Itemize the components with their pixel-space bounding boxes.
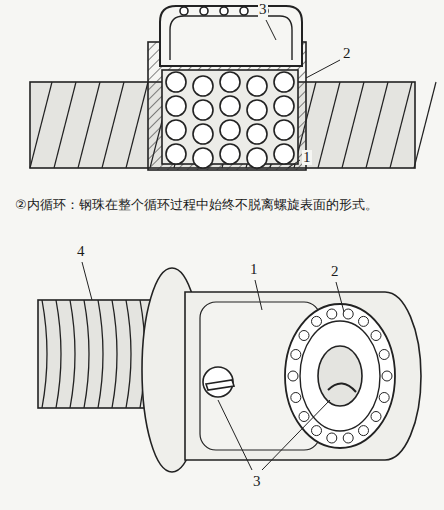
thread-stroke — [414, 82, 436, 168]
callout-number: 3 — [252, 474, 262, 489]
thread-stroke — [30, 82, 52, 168]
thread-stroke — [70, 300, 75, 408]
nut-body — [185, 292, 421, 460]
thread-stroke — [318, 82, 340, 168]
thread-stroke — [342, 82, 364, 168]
callout-number: 3 — [258, 2, 268, 17]
thread-stroke — [98, 300, 103, 408]
steel-ball — [327, 433, 337, 443]
thread-stroke — [54, 82, 76, 168]
thread-stroke — [102, 82, 124, 168]
steel-ball — [200, 7, 208, 15]
steel-ball — [220, 72, 240, 92]
steel-ball — [327, 309, 337, 319]
thread-stroke — [126, 300, 131, 408]
callout-number: 4 — [76, 244, 86, 259]
steel-ball — [247, 124, 267, 144]
callout-number: 2 — [330, 264, 340, 279]
thread-stroke — [112, 300, 117, 408]
steel-ball — [371, 331, 381, 341]
callout-number: 1 — [249, 262, 259, 277]
steel-ball — [166, 72, 186, 92]
steel-ball — [291, 393, 301, 403]
steel-ball — [166, 144, 186, 164]
thread-stroke — [56, 300, 61, 408]
thread-stroke — [42, 300, 47, 408]
steel-ball — [193, 76, 213, 96]
steel-ball — [220, 96, 240, 116]
steel-ball — [274, 144, 294, 164]
steel-ball — [291, 350, 301, 360]
steel-ball — [379, 350, 389, 360]
steel-ball — [371, 412, 381, 422]
steel-ball — [312, 316, 322, 326]
steel-ball — [220, 144, 240, 164]
steel-ball — [166, 96, 186, 116]
thread-stroke — [366, 82, 388, 168]
thread-stroke — [126, 82, 148, 168]
caption-text: ②内循环：钢珠在整个循环过程中始终不脱离螺旋表面的形式。 — [14, 198, 379, 211]
steel-ball — [382, 371, 392, 381]
steel-ball — [343, 433, 353, 443]
return-tube — [160, 6, 302, 66]
callout-number: 1 — [302, 150, 312, 165]
steel-ball — [220, 120, 240, 140]
thread-stroke — [78, 82, 100, 168]
steel-ball — [299, 331, 309, 341]
steel-ball — [166, 120, 186, 140]
steel-ball — [247, 76, 267, 96]
steel-ball — [247, 100, 267, 120]
thread-stroke — [390, 82, 412, 168]
steel-ball — [274, 96, 294, 116]
steel-ball — [359, 316, 369, 326]
steel-ball — [299, 412, 309, 422]
steel-ball — [193, 148, 213, 168]
steel-ball — [274, 72, 294, 92]
steel-ball — [247, 148, 267, 168]
steel-ball — [193, 100, 213, 120]
steel-ball — [220, 7, 228, 15]
steel-ball — [288, 371, 298, 381]
steel-ball — [379, 393, 389, 403]
steel-ball — [312, 426, 322, 436]
steel-ball — [180, 7, 188, 15]
steel-ball — [240, 7, 248, 15]
steel-ball — [343, 309, 353, 319]
reverser — [203, 367, 233, 397]
steel-ball — [359, 426, 369, 436]
steel-ball — [274, 120, 294, 140]
thread-stroke — [84, 300, 89, 408]
steel-ball — [193, 124, 213, 144]
callout-number: 2 — [342, 46, 352, 61]
